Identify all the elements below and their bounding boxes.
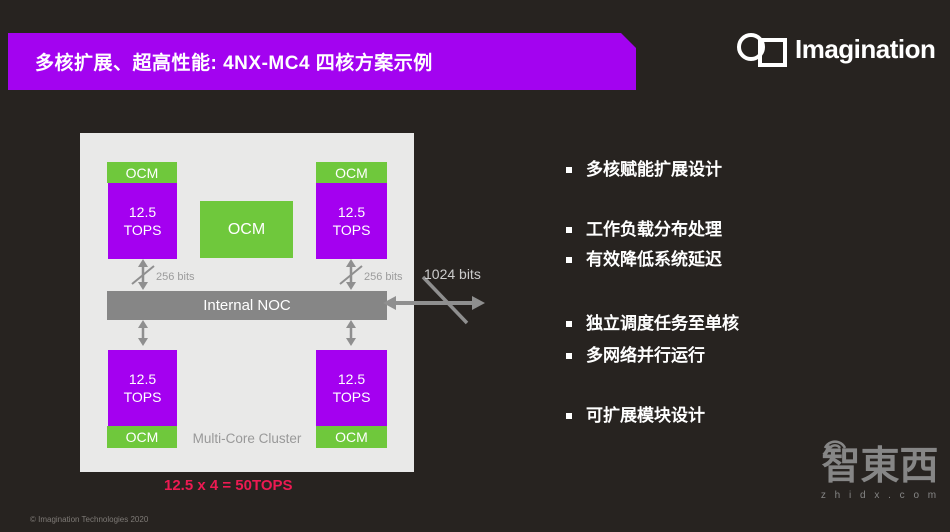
bullet-text: 有效降低系统延迟 [586, 250, 722, 269]
zhidx-watermark: 智東西 z h i d x . c o m [815, 440, 945, 501]
core-block-bottom-right: 12.5 TOPS [316, 350, 387, 426]
list-item: 有效降低系统延迟 [566, 250, 739, 270]
internal-noc-bar: Internal NOC [107, 291, 387, 320]
circle-icon [737, 33, 765, 61]
watermark-name: 智東西 [821, 445, 939, 488]
ocm-block-center: OCM [200, 201, 293, 258]
ocm-block-bottom-left: OCM [107, 426, 177, 448]
list-item: 可扩展模块设计 [566, 406, 739, 426]
bus-arrow-top-left-icon [131, 259, 155, 290]
cluster-label: Multi-Core Cluster [192, 431, 302, 446]
core-block-top-left: 12.5 TOPS [108, 183, 177, 259]
watermark-domain: z h i d x . c o m [820, 489, 940, 501]
bus-width-label-left: 256 bits [156, 271, 195, 283]
ocm-block-top-right: OCM [316, 162, 387, 183]
bus-width-label-right: 256 bits [364, 271, 403, 283]
ocm-block-bottom-right: OCM [316, 426, 387, 448]
slide-title: 多核扩展、超高性能: 4NX-MC4 四核方案示例 [35, 53, 433, 74]
external-bus-width-label: 1024 bits [424, 266, 481, 282]
square-bullet-icon [566, 321, 572, 327]
imagination-logo-text: Imagination [795, 34, 936, 64]
antenna-icon [823, 440, 847, 449]
external-bus-arrow-icon [383, 275, 485, 325]
bus-arrow-bottom-right-icon [346, 320, 356, 346]
tops-formula: 12.5 x 4 = 50TOPS [164, 477, 293, 494]
copyright-text: © Imagination Technologies 2020 [30, 515, 149, 524]
square-bullet-icon [566, 167, 572, 173]
list-item: 独立调度任务至单核 [566, 314, 739, 334]
bullet-text: 工作负载分布处理 [586, 220, 722, 239]
core-block-bottom-left: 12.5 TOPS [108, 350, 177, 426]
square-bullet-icon [566, 227, 572, 233]
bullet-text: 多网络并行运行 [586, 346, 705, 365]
square-bullet-icon [566, 353, 572, 359]
square-icon [758, 38, 787, 67]
bullet-text: 独立调度任务至单核 [586, 314, 739, 333]
bus-arrow-bottom-left-icon [138, 320, 148, 346]
bullet-list: 多核赋能扩展设计 工作负载分布处理 有效降低系统延迟 独立调度任务至单核 多网络… [566, 160, 739, 426]
bus-arrow-top-right-icon [339, 259, 363, 290]
imagination-logo: Imagination [737, 33, 936, 67]
ocm-block-top-left: OCM [107, 162, 177, 183]
list-item: 工作负载分布处理 [566, 220, 739, 240]
square-bullet-icon [566, 413, 572, 419]
bullet-text: 多核赋能扩展设计 [586, 160, 722, 179]
core-block-top-right: 12.5 TOPS [316, 183, 387, 259]
square-bullet-icon [566, 257, 572, 263]
list-item: 多核赋能扩展设计 [566, 160, 739, 180]
list-item: 多网络并行运行 [566, 346, 739, 366]
bullet-text: 可扩展模块设计 [586, 406, 705, 425]
title-banner: 多核扩展、超高性能: 4NX-MC4 四核方案示例 [8, 33, 636, 90]
